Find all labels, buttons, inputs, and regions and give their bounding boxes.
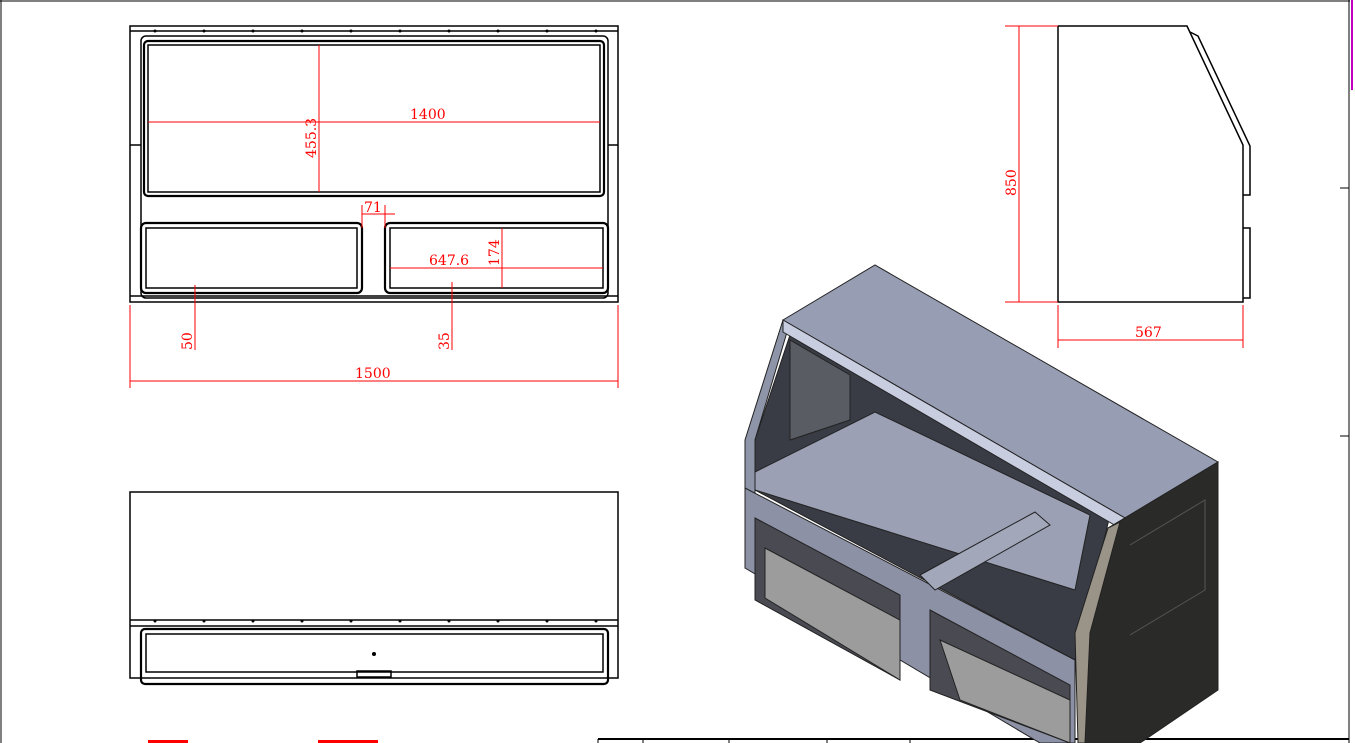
dim-drawer-height: 174 [487, 239, 503, 266]
dim-inner-width: 1400 [410, 107, 446, 123]
side-view: 850 567 [1004, 25, 1251, 348]
title-block [597, 738, 1349, 743]
iso-side-panel [789, 339, 851, 441]
iso-drawer-right-floor [939, 639, 1071, 743]
plan-view [129, 491, 619, 686]
dim-divider-width: 71 [364, 200, 382, 216]
dim-left-margin: 50 [180, 332, 196, 350]
red-note-fragment [148, 740, 378, 743]
dim-bottom-margin: 35 [437, 332, 453, 350]
iso-side-recess [1129, 499, 1206, 636]
dim-upper-opening-height: 455.3 [304, 118, 320, 158]
isometric-view [744, 264, 1219, 743]
front-view: 1400 455.3 71 647.6 174 50 35 1500 [129, 25, 619, 388]
iso-right-edge [1074, 521, 1121, 743]
dim-overall-width: 1500 [355, 366, 391, 382]
iso-plate [919, 511, 1051, 591]
dim-drawer-width: 647.6 [429, 253, 469, 269]
dim-overall-height: 850 [1004, 169, 1020, 196]
iso-drawer-left-floor [764, 547, 901, 681]
dim-overall-depth: 567 [1135, 325, 1162, 341]
